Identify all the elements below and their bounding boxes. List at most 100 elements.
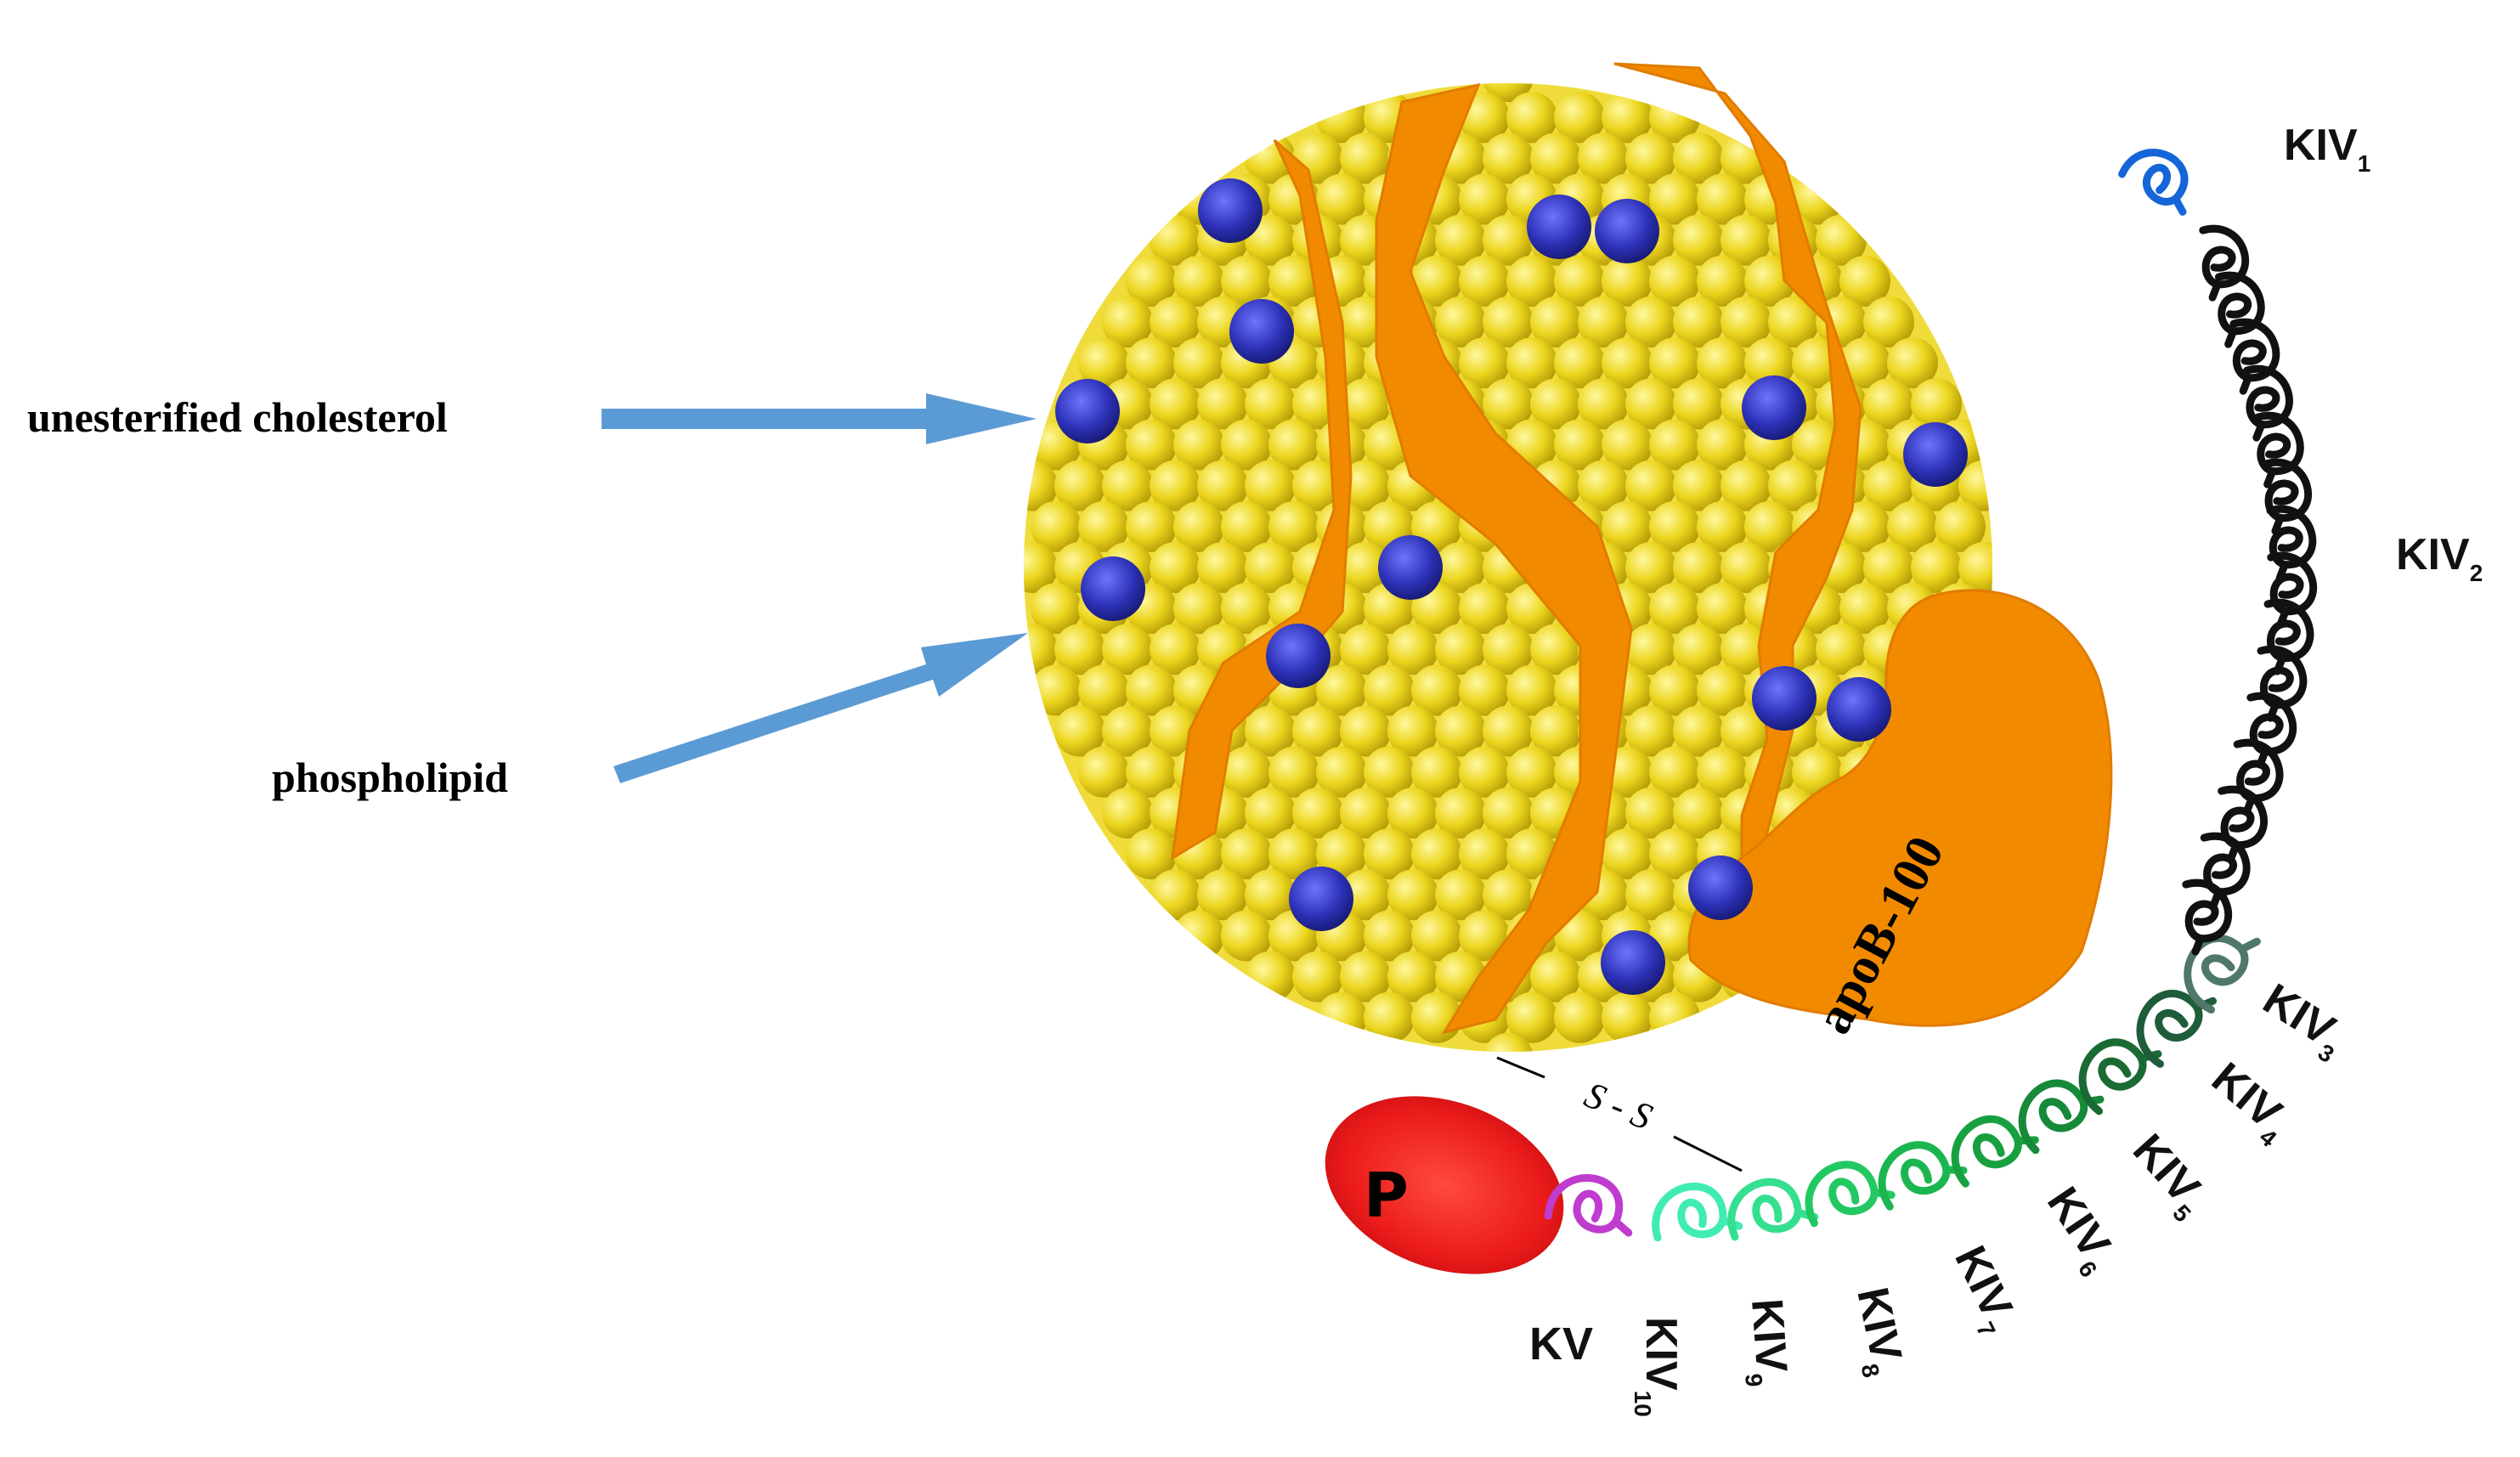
kringle-coil <box>2184 935 2261 1014</box>
phospholipid-head <box>1031 583 1082 635</box>
kringle-coil <box>2214 271 2265 348</box>
phospholipid-head <box>1673 624 1724 675</box>
phospholipid-head <box>1459 664 1510 716</box>
kringle-coil <box>1727 1177 1819 1241</box>
phospholipid-head <box>1911 378 1962 430</box>
phospholipid-head <box>1364 991 1415 1043</box>
phospholipid-head <box>1340 542 1391 593</box>
phospholipid-head <box>1150 296 1201 348</box>
phospholipid-head <box>1602 500 1653 552</box>
phospholipid-head <box>1863 378 1914 430</box>
phospholipid-head <box>1697 500 1748 552</box>
phospholipid-head <box>1530 624 1581 675</box>
phospholipid-head <box>1530 378 1581 430</box>
cholesterol-molecule <box>1527 195 1591 259</box>
phospholipid-head <box>1340 951 1391 1002</box>
phospholipid-head <box>1673 296 1724 348</box>
phospholipid-head <box>1197 378 1248 430</box>
cholesterol-molecule <box>1595 199 1659 263</box>
phospholipid-head <box>1078 664 1129 716</box>
phospholipid-head <box>1673 214 1724 266</box>
phospholipid-head <box>1364 746 1415 798</box>
phospholipid-label: phospholipid <box>272 754 508 801</box>
phospholipid-head <box>1720 214 1771 266</box>
phospholipid-head <box>1958 460 1992 511</box>
phospholipid-head <box>1625 460 1676 511</box>
phospholipid-head <box>1459 746 1510 798</box>
phospholipid-head <box>1102 787 1153 839</box>
phospholipid-head <box>1554 419 1605 471</box>
phospholipid-head <box>1958 542 1992 593</box>
phospholipid-head <box>1602 991 1653 1043</box>
kiv7-label: KIV7 <box>1939 1239 2027 1341</box>
phospholipid-head <box>1459 828 1510 880</box>
phospholipid-head <box>1554 255 1605 307</box>
phospholipid-head <box>1221 500 1272 552</box>
phospholipid-head <box>1024 542 1058 593</box>
phospholipid-head <box>1483 1032 1534 1052</box>
phospholipid-head <box>1911 542 1962 593</box>
phospholipid-head <box>1173 500 1224 552</box>
phospholipid-head <box>1602 255 1653 307</box>
phospholipid-head <box>1150 624 1201 675</box>
phospholipid-head <box>1292 787 1343 839</box>
phospholipid-head <box>1435 624 1486 675</box>
phospholipid-head <box>1863 542 1914 593</box>
protease-domain: P <box>1325 1096 1564 1274</box>
phospholipid-head <box>1483 133 1534 184</box>
phospholipid-head <box>1839 500 1890 552</box>
phospholipid-head <box>1554 337 1605 389</box>
phospholipid-head <box>1673 378 1724 430</box>
phospholipid-head <box>1150 460 1201 511</box>
phospholipid-head <box>1126 255 1177 307</box>
phospholipid-head <box>1221 255 1272 307</box>
apob-globule <box>1687 589 2113 1027</box>
phospholipid-head <box>1024 624 1058 675</box>
phospholipid-head <box>1506 746 1557 798</box>
phospholipid-head <box>1411 255 1462 307</box>
phospholipid-head <box>1863 296 1914 348</box>
phospholipid-head <box>1054 624 1105 675</box>
disulfide-line-2 <box>1673 1135 1743 1172</box>
phospholipid-head <box>1387 951 1438 1002</box>
disulfide-line-1 <box>1496 1056 1545 1079</box>
phospholipid-head <box>1435 705 1486 757</box>
phospholipid-head <box>1340 705 1391 757</box>
phospholipid-head <box>1768 296 1819 348</box>
phospholipid-head <box>1102 296 1153 348</box>
phospholipid-head <box>1554 991 1605 1043</box>
phospholipid-head <box>1625 705 1676 757</box>
phospholipid-head <box>1364 910 1415 962</box>
phospholipid-head <box>1697 746 1748 798</box>
phospholipid-head <box>1024 460 1058 511</box>
phospholipid-head <box>1340 787 1391 839</box>
phospholipid-head <box>1887 337 1938 389</box>
phospholipid-head <box>1245 542 1296 593</box>
phospholipid-head <box>1340 624 1391 675</box>
phospholipid-head <box>1720 705 1771 757</box>
phospholipid-head <box>1744 337 1795 389</box>
kringle-coil <box>1878 1141 1968 1211</box>
apob-strand-1 <box>1171 138 1353 861</box>
phospholipid-head <box>1506 337 1557 389</box>
phospholipid-head <box>1387 624 1438 675</box>
phospholipid-head <box>1673 133 1724 184</box>
phospholipid-head <box>1863 460 1914 511</box>
phospholipid-head <box>1435 296 1486 348</box>
phospholipid-head <box>1411 746 1462 798</box>
phospholipid-head <box>1245 787 1296 839</box>
phospholipid-head <box>1173 583 1224 635</box>
phospholipid-head <box>1435 542 1486 593</box>
phospholipid-head <box>1197 869 1248 921</box>
phospholipid-head <box>1839 337 1890 389</box>
phospholipid-head <box>1078 337 1129 389</box>
phospholipid-head <box>1102 624 1153 675</box>
kiv10-label: KIV10 <box>1630 1317 1686 1417</box>
phospholipid-head <box>1649 583 1700 635</box>
phospholipid-head <box>1459 337 1510 389</box>
phospholipid-head <box>1649 828 1700 880</box>
phospholipid-head <box>1268 746 1319 798</box>
phospholipid-head <box>1268 828 1319 880</box>
phospholipid-head <box>1387 869 1438 921</box>
protease-label: P <box>1364 1160 1409 1231</box>
